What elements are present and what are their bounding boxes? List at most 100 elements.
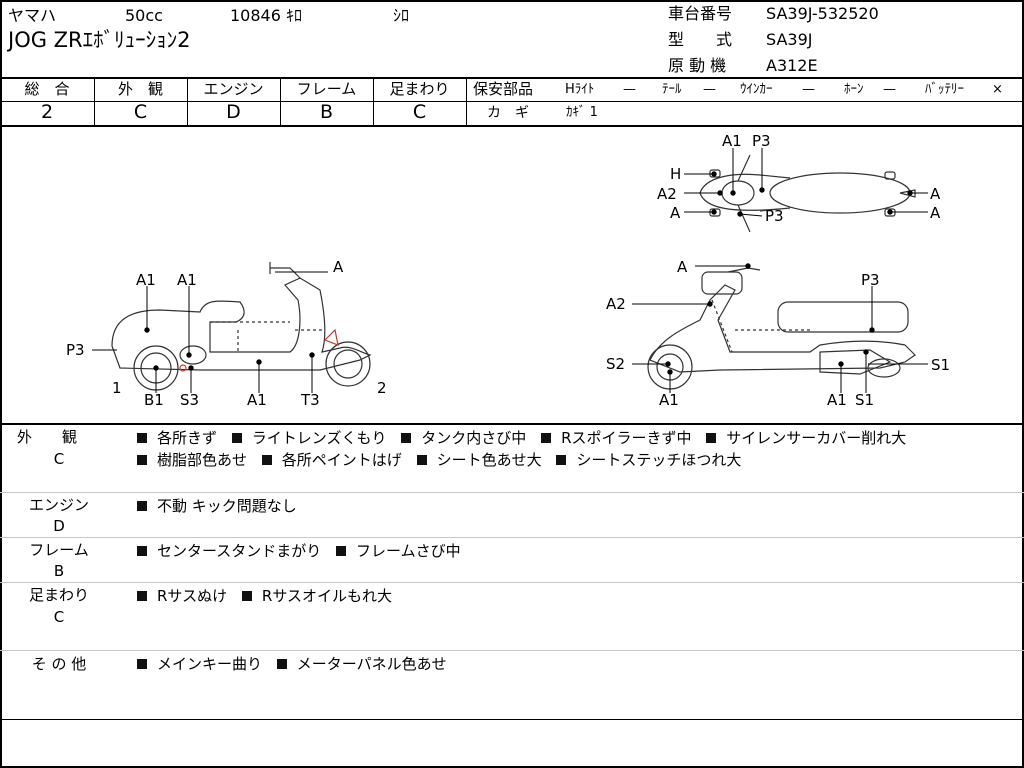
grade-engine-value: D xyxy=(226,101,241,123)
header-divider xyxy=(0,77,1024,79)
safety-headlight-mark: — xyxy=(623,82,636,97)
comment-line: メインキー曲り メーターパネル色あせ xyxy=(137,653,457,675)
safety-label: 保安部品 xyxy=(473,80,534,98)
diagram-label: A2 xyxy=(657,185,677,203)
bullet-icon xyxy=(137,659,147,669)
diagram-label: A xyxy=(670,204,681,222)
section-items-exterior: 各所きず ライトレンズくもり タンク内さび中 Rスポイラーきず中 サイレンサーカ… xyxy=(137,427,916,471)
other-section-bottom xyxy=(0,719,1024,720)
bullet-icon xyxy=(541,433,552,443)
section-items-frame: センタースタンドまがり フレームさび中 xyxy=(137,540,471,562)
bullet-icon xyxy=(336,546,347,556)
comment-line: Rサスぬけ Rサスオイルもれ大 xyxy=(137,585,402,607)
diagram-label: A2 xyxy=(606,295,626,313)
safety-horn-mark: — xyxy=(883,82,896,97)
section-title-other: そ の 他 xyxy=(31,655,87,673)
diagram-label: A xyxy=(930,185,941,203)
safety-tail: ﾃｰﾙ xyxy=(662,82,682,97)
grade-col-divider xyxy=(187,78,188,126)
frame-no-label: 車台番号 xyxy=(668,4,733,23)
diagram-label: A xyxy=(930,204,941,222)
diagram-label: T3 xyxy=(300,391,320,409)
section-divider xyxy=(0,650,1024,651)
diagram-label: A1 xyxy=(827,391,847,409)
bullet-icon xyxy=(276,659,287,669)
safety-battery: ﾊﾞｯﾃﾘｰ xyxy=(925,82,964,97)
comment-line: 樹脂部色あせ 各所ペイントはげ シート色あせ大 シートステッチほつれ大 xyxy=(137,449,916,471)
section-items-engine: 不動 キック問題なし xyxy=(137,495,307,517)
bullet-icon xyxy=(137,433,147,443)
comment-line: 各所きず ライトレンズくもり タンク内さび中 Rスポイラーきず中 サイレンサーカ… xyxy=(137,427,916,449)
grade-overall-value: 2 xyxy=(40,101,54,123)
section-title-suspension: 足まわり xyxy=(28,586,89,604)
section-divider xyxy=(0,537,1024,538)
grade-col-divider xyxy=(94,78,95,126)
grade-engine-label: エンジン xyxy=(203,80,264,98)
section-divider xyxy=(0,582,1024,583)
grade-table-bottom xyxy=(0,125,1024,127)
grade-suspension-value: C xyxy=(412,101,427,123)
frame-no: SA39J-532520 xyxy=(766,4,879,23)
grade-row-divider xyxy=(0,101,1024,102)
section-divider xyxy=(0,492,1024,493)
diagram-label: P3 xyxy=(765,207,784,225)
comment-line: 不動 キック問題なし xyxy=(137,495,307,517)
engine-label: 原 動 機 xyxy=(668,56,727,75)
section-items-suspension: Rサスぬけ Rサスオイルもれ大 xyxy=(137,585,402,607)
right-side-scooter-drawing xyxy=(647,267,916,390)
color: ｼﾛ xyxy=(393,6,410,25)
section-title-frame: フレーム xyxy=(29,541,89,559)
comment-line: センタースタンドまがり フレームさび中 xyxy=(137,540,471,562)
diagram-label: 2 xyxy=(377,379,387,397)
bullet-icon xyxy=(137,591,147,601)
maker: ヤマハ xyxy=(8,6,57,25)
diagram-label: A xyxy=(677,258,688,276)
diagram-label: B1 xyxy=(144,391,164,409)
grade-overall-label: 総 合 xyxy=(24,80,70,98)
diagram-label: A1 xyxy=(177,271,197,289)
section-title-exterior: 外 観 xyxy=(16,428,77,446)
section-title-engine: エンジン xyxy=(28,496,89,514)
diagram-label: A1 xyxy=(722,132,742,150)
grade-exterior-label: 外 観 xyxy=(117,80,163,98)
diagram-label: S2 xyxy=(606,355,625,373)
bullet-icon xyxy=(137,455,147,465)
bullet-icon xyxy=(556,455,567,465)
mileage: 10846 ｷﾛ xyxy=(230,6,302,25)
diagram-label: S3 xyxy=(180,391,199,409)
grade-frame-label: フレーム xyxy=(296,80,357,98)
model-label: 型 式 xyxy=(668,30,733,49)
diagram-label: A1 xyxy=(247,391,267,409)
diagram-label: A xyxy=(333,258,344,276)
bullet-icon xyxy=(231,433,242,443)
grade-suspension-label: 足まわり xyxy=(389,80,450,98)
diagram-label: S1 xyxy=(931,356,950,374)
safety-headlight: Hﾗｲﾄ xyxy=(565,82,595,97)
bullet-icon xyxy=(137,501,147,511)
section-grade-engine: D xyxy=(53,517,65,535)
grade-frame-value: B xyxy=(319,101,334,123)
safety-winker: ｳｲﾝｶｰ xyxy=(740,82,773,97)
key-label: カ ギ xyxy=(487,105,529,121)
diagram-bottom-divider xyxy=(0,423,1024,425)
engine-code: A312E xyxy=(766,56,818,75)
diagram-label: P3 xyxy=(861,271,880,289)
bullet-icon xyxy=(401,433,412,443)
diagram-label: S1 xyxy=(855,391,874,409)
grade-col-divider xyxy=(373,78,374,126)
model-name: JOG ZRｴﾎﾞﾘｭｰｼｮﾝ2 xyxy=(8,28,191,52)
section-grade-suspension: C xyxy=(53,608,65,626)
section-grade-frame: B xyxy=(53,562,65,580)
model-code: SA39J xyxy=(766,30,813,49)
bullet-icon xyxy=(261,455,272,465)
bullet-icon xyxy=(137,546,147,556)
section-grade-exterior: C xyxy=(53,450,65,468)
section-items-other: メインキー曲り メーターパネル色あせ xyxy=(137,653,457,675)
diagram-label: P3 xyxy=(752,132,771,150)
diagram-label: A1 xyxy=(659,391,679,409)
bullet-icon xyxy=(241,591,252,601)
diagram-label: P3 xyxy=(66,341,85,359)
safety-winker-mark: — xyxy=(802,82,815,97)
displacement: 50cc xyxy=(125,6,163,25)
